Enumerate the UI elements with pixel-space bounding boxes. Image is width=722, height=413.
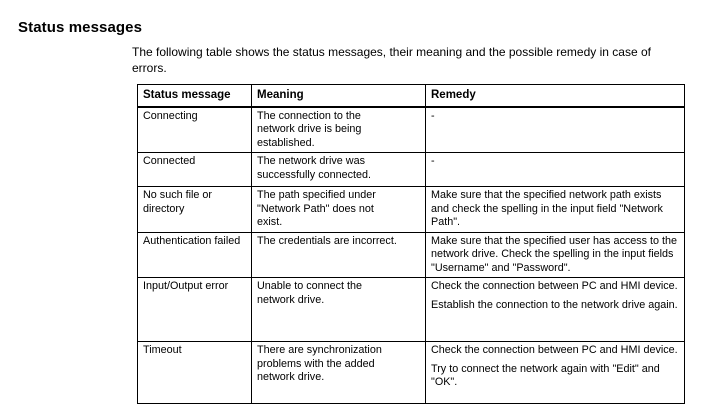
remedy-paragraph: - (431, 109, 435, 122)
remedy-cell: Make sure that the specified network pat… (425, 186, 685, 233)
meaning-cell: Unable to connect the network drive. (251, 277, 426, 342)
remedy-paragraph: Check the connection between PC and HMI … (431, 280, 678, 292)
remedy-cell: - (425, 106, 685, 153)
intro-paragraph: The following table shows the status mes… (132, 45, 651, 75)
col-header-status-message: Status message (137, 84, 252, 108)
meaning-cell: The credentials are incorrect. (251, 231, 426, 278)
remedy-cell: Check the connection between PC and HMI … (425, 277, 685, 342)
remedy-paragraph: Try to connect the network again with "E… (431, 362, 660, 389)
status-cell: Connecting (137, 106, 252, 153)
meaning-cell: The network drive was successfully conne… (251, 152, 426, 187)
remedy-cell: - (425, 152, 685, 187)
table-row: Connected The network drive was successf… (137, 152, 685, 187)
col-header-remedy: Remedy (425, 84, 685, 108)
table-header-row: Status message Meaning Remedy (137, 84, 685, 108)
meaning-cell: The connection to the network drive is b… (251, 106, 426, 153)
status-messages-table: Status message Meaning Remedy Connecting… (137, 84, 685, 404)
table-row: No such file or directory The path speci… (137, 186, 685, 233)
status-cell: Timeout (137, 341, 252, 404)
remedy-cell: Make sure that the specified user has ac… (425, 231, 685, 278)
table-row: Connecting The connection to the network… (137, 106, 685, 153)
table-row: Timeout There are synchronization proble… (137, 341, 685, 404)
status-cell: Input/Output error (137, 277, 252, 342)
content-area: The following table shows the status mes… (132, 44, 692, 404)
remedy-paragraph: Check the connection between PC and HMI … (431, 344, 678, 356)
meaning-cell: There are synchronization problems with … (251, 341, 426, 404)
remedy-paragraph: - (431, 155, 435, 167)
remedy-paragraph: Establish the connection to the network … (431, 298, 678, 311)
remedy-cell: Check the connection between PC and HMI … (425, 341, 685, 404)
remedy-paragraph: Make sure that the specified user has ac… (431, 234, 678, 274)
status-cell: Connected (137, 152, 252, 187)
table-row: Authentication failed The credentials ar… (137, 231, 685, 278)
page-title: Status messages (18, 19, 143, 36)
status-cell: No such file or directory (137, 186, 252, 233)
meaning-cell: The path specified under "Network Path" … (251, 186, 426, 233)
col-header-meaning: Meaning (251, 84, 426, 108)
table-row: Input/Output error Unable to connect the… (137, 277, 685, 342)
status-cell: Authentication failed (137, 231, 252, 278)
remedy-paragraph: Make sure that the specified network pat… (431, 189, 663, 228)
